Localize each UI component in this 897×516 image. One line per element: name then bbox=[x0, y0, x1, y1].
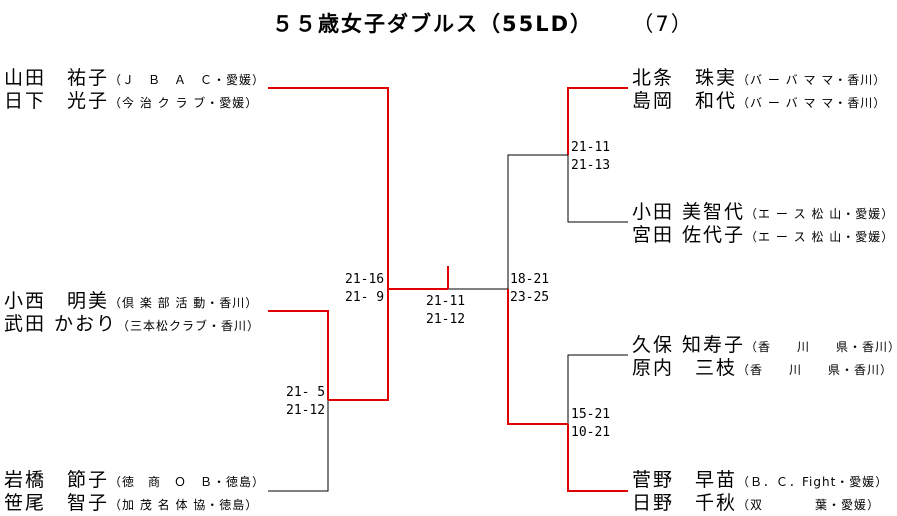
player-right-2: 島岡 和代（バ ー バ マ マ・香川） bbox=[632, 90, 886, 114]
player-club: （倶 楽 部 活 動・香川） bbox=[109, 296, 259, 310]
line-left-entry3 bbox=[268, 400, 329, 492]
player-name: 久保 知寿子 bbox=[632, 334, 746, 356]
score-final: 21-11 21-12 bbox=[426, 293, 465, 329]
line-right-qf2-winner bbox=[507, 289, 568, 425]
player-left-1: 山田 祐子（Ｊ Ｂ Ａ Ｃ・愛媛） bbox=[4, 67, 265, 91]
player-left-5: 岩橋 節子（徳 商 Ｏ Ｂ・徳島） bbox=[4, 469, 265, 493]
score-right-qf2: 15-21 10-21 bbox=[571, 406, 610, 442]
score-right-qf1: 21-11 21-13 bbox=[571, 139, 610, 175]
player-left-6: 笹尾 智子（加 茂 名 体 協・徳島） bbox=[4, 492, 258, 516]
player-name: 小田 美智代 bbox=[632, 201, 746, 223]
player-club: （徳 商 Ｏ Ｂ・徳島） bbox=[109, 475, 266, 489]
score-game-2: 21-13 bbox=[571, 158, 611, 173]
player-name: 武田 かおり bbox=[4, 313, 118, 335]
line-right-qf1-winner bbox=[507, 154, 568, 289]
player-club: （バ ー バ マ マ・香川） bbox=[737, 96, 887, 110]
player-right-6: 原内 三枝（香 川 県・香川） bbox=[632, 357, 893, 381]
player-right-7: 菅野 早苗（Ｂ．Ｃ．Fight・愛媛） bbox=[632, 469, 888, 493]
player-right-8: 日野 千秋（双 葉・愛媛） bbox=[632, 492, 880, 516]
page-title: ５５歳女子ダブルス（55LD） （7） bbox=[272, 8, 694, 38]
player-name: 北条 珠実 bbox=[632, 67, 738, 89]
player-club: （香 川 県・香川） bbox=[737, 363, 894, 377]
player-club: （Ｂ．Ｃ．Fight・愛媛） bbox=[737, 475, 889, 489]
player-name: 日下 光子 bbox=[4, 90, 110, 112]
score-game-2: 23-25 bbox=[510, 290, 550, 305]
player-club: （三本松クラブ・香川） bbox=[117, 319, 261, 333]
score-right-semi: 18-21 23-25 bbox=[510, 271, 549, 307]
player-right-1: 北条 珠実（バ ー バ マ マ・香川） bbox=[632, 67, 886, 91]
player-club: （エ ー ス 松 山・愛媛） bbox=[745, 230, 895, 244]
score-game-1: 18-21 bbox=[510, 272, 550, 287]
line-left-entry2 bbox=[268, 310, 329, 400]
score-game-1: 21-11 bbox=[571, 140, 611, 155]
score-left-qf: 21- 5 21-12 bbox=[286, 384, 325, 420]
player-club: （加 茂 名 体 協・徳島） bbox=[109, 498, 259, 512]
player-name: 笹尾 智子 bbox=[4, 492, 110, 514]
line-left-qf-winner bbox=[328, 289, 389, 401]
title-number: （7） bbox=[632, 12, 694, 36]
player-right-3: 小田 美智代（エ ー ス 松 山・愛媛） bbox=[632, 201, 894, 225]
player-left-2: 日下 光子（今 治 ク ラ ブ・愛媛） bbox=[4, 90, 258, 114]
score-game-2: 21- 9 bbox=[345, 290, 385, 305]
player-club: （バ ー バ マ マ・香川） bbox=[737, 73, 887, 87]
line-left-entry1 bbox=[268, 87, 389, 289]
player-club: （エ ー ス 松 山・愛媛） bbox=[745, 207, 895, 221]
score-game-2: 21-12 bbox=[286, 403, 326, 418]
line-right-entry4 bbox=[567, 424, 628, 492]
player-club: （香 川 県・香川） bbox=[745, 340, 897, 354]
player-name: 菅野 早苗 bbox=[632, 469, 738, 491]
player-name: 小西 明美 bbox=[4, 290, 110, 312]
player-left-3: 小西 明美（倶 楽 部 活 動・香川） bbox=[4, 290, 258, 314]
line-right-entry2 bbox=[567, 155, 628, 223]
player-name: 山田 祐子 bbox=[4, 67, 110, 89]
player-club: （Ｊ Ｂ Ａ Ｃ・愛媛） bbox=[109, 73, 266, 87]
score-game-1: 15-21 bbox=[571, 407, 611, 422]
player-name: 岩橋 節子 bbox=[4, 469, 110, 491]
player-right-5: 久保 知寿子（香 川 県・香川） bbox=[632, 334, 897, 358]
player-left-4: 武田 かおり（三本松クラブ・香川） bbox=[4, 313, 260, 337]
player-name: 原内 三枝 bbox=[632, 357, 738, 379]
score-game-2: 10-21 bbox=[571, 425, 611, 440]
player-club: （双 葉・愛媛） bbox=[737, 498, 881, 512]
score-game-1: 21-11 bbox=[426, 294, 466, 309]
player-name: 島岡 和代 bbox=[632, 90, 738, 112]
score-game-2: 21-12 bbox=[426, 312, 466, 327]
line-right-entry1 bbox=[567, 87, 628, 155]
title-text: ５５歳女子ダブルス（55LD） bbox=[272, 12, 594, 36]
score-game-1: 21- 5 bbox=[286, 385, 326, 400]
player-name: 宮田 佐代子 bbox=[632, 224, 746, 246]
player-right-4: 宮田 佐代子（エ ー ス 松 山・愛媛） bbox=[632, 224, 894, 248]
line-right-entry3 bbox=[567, 354, 628, 424]
player-name: 日野 千秋 bbox=[632, 492, 738, 514]
score-left-semi: 21-16 21- 9 bbox=[345, 271, 384, 307]
score-game-1: 21-16 bbox=[345, 272, 385, 287]
player-club: （今 治 ク ラ ブ・愛媛） bbox=[109, 96, 259, 110]
